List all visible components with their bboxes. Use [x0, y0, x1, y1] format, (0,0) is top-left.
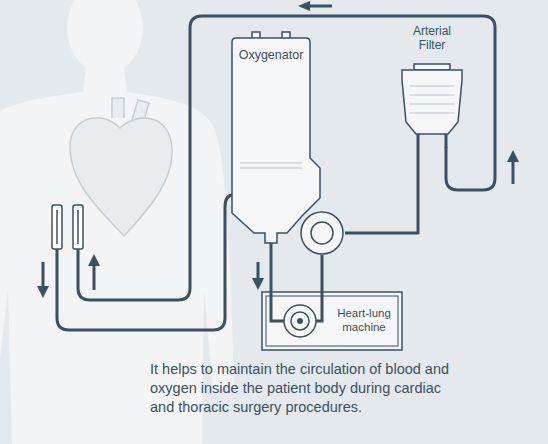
pump-rotor	[291, 312, 309, 330]
venous-tube	[57, 195, 233, 330]
oxygenator: Oxygenator	[232, 38, 345, 255]
filter-ring	[410, 95, 454, 96]
node-label: Heart-lung machine	[332, 307, 396, 335]
heart-outline	[70, 118, 172, 236]
flow-arrow	[93, 264, 96, 290]
outlet-tube	[270, 243, 273, 255]
roller-pump	[284, 305, 316, 337]
arterial-tube	[78, 16, 495, 300]
flow-arrows	[37, 1, 519, 298]
head	[67, 0, 143, 74]
node-label: Oxygenator	[234, 48, 308, 63]
flow-arrow-head	[37, 286, 49, 298]
flow-arrow	[308, 5, 332, 8]
cannula-line	[77, 210, 79, 244]
filter-ring	[410, 104, 454, 105]
machine-panel	[266, 296, 398, 346]
flow-arrow-head	[507, 150, 519, 162]
flow-arrow	[512, 160, 515, 184]
heart-lung-machine: Heart-lung machine	[262, 292, 402, 350]
node-label: Arterial Filter	[402, 24, 462, 53]
tubes	[57, 16, 495, 330]
flow-arrow	[257, 262, 260, 280]
filter-port	[418, 134, 446, 148]
cannula	[73, 205, 83, 249]
flow-arrow	[42, 262, 45, 288]
body-silhouette	[0, 0, 234, 444]
pump-head	[301, 212, 343, 254]
tube-connector	[270, 255, 273, 292]
body-detail	[240, 163, 302, 168]
pump-hub	[297, 318, 303, 324]
tube-connector	[321, 255, 324, 292]
cannulas	[52, 205, 83, 249]
cannula	[52, 205, 62, 249]
flow-arrow-head	[88, 254, 100, 266]
flow-arrow-head	[298, 1, 310, 11]
arterial-filter: Arterial Filter	[392, 24, 472, 148]
oxygenator-body	[232, 38, 320, 243]
heart	[70, 98, 172, 236]
machine-housing	[262, 292, 402, 350]
flow-arrow-head	[252, 278, 264, 290]
filter-ring	[410, 113, 454, 114]
tube-connector	[345, 148, 418, 233]
oxygenator-shape	[232, 38, 345, 255]
filter-cap	[414, 64, 450, 70]
filter-housing	[402, 70, 462, 134]
caption: It helps to maintain the circulation of …	[150, 360, 460, 417]
filter-ring	[410, 86, 454, 87]
pump-rotor	[311, 222, 333, 244]
cannula-line	[56, 210, 58, 244]
